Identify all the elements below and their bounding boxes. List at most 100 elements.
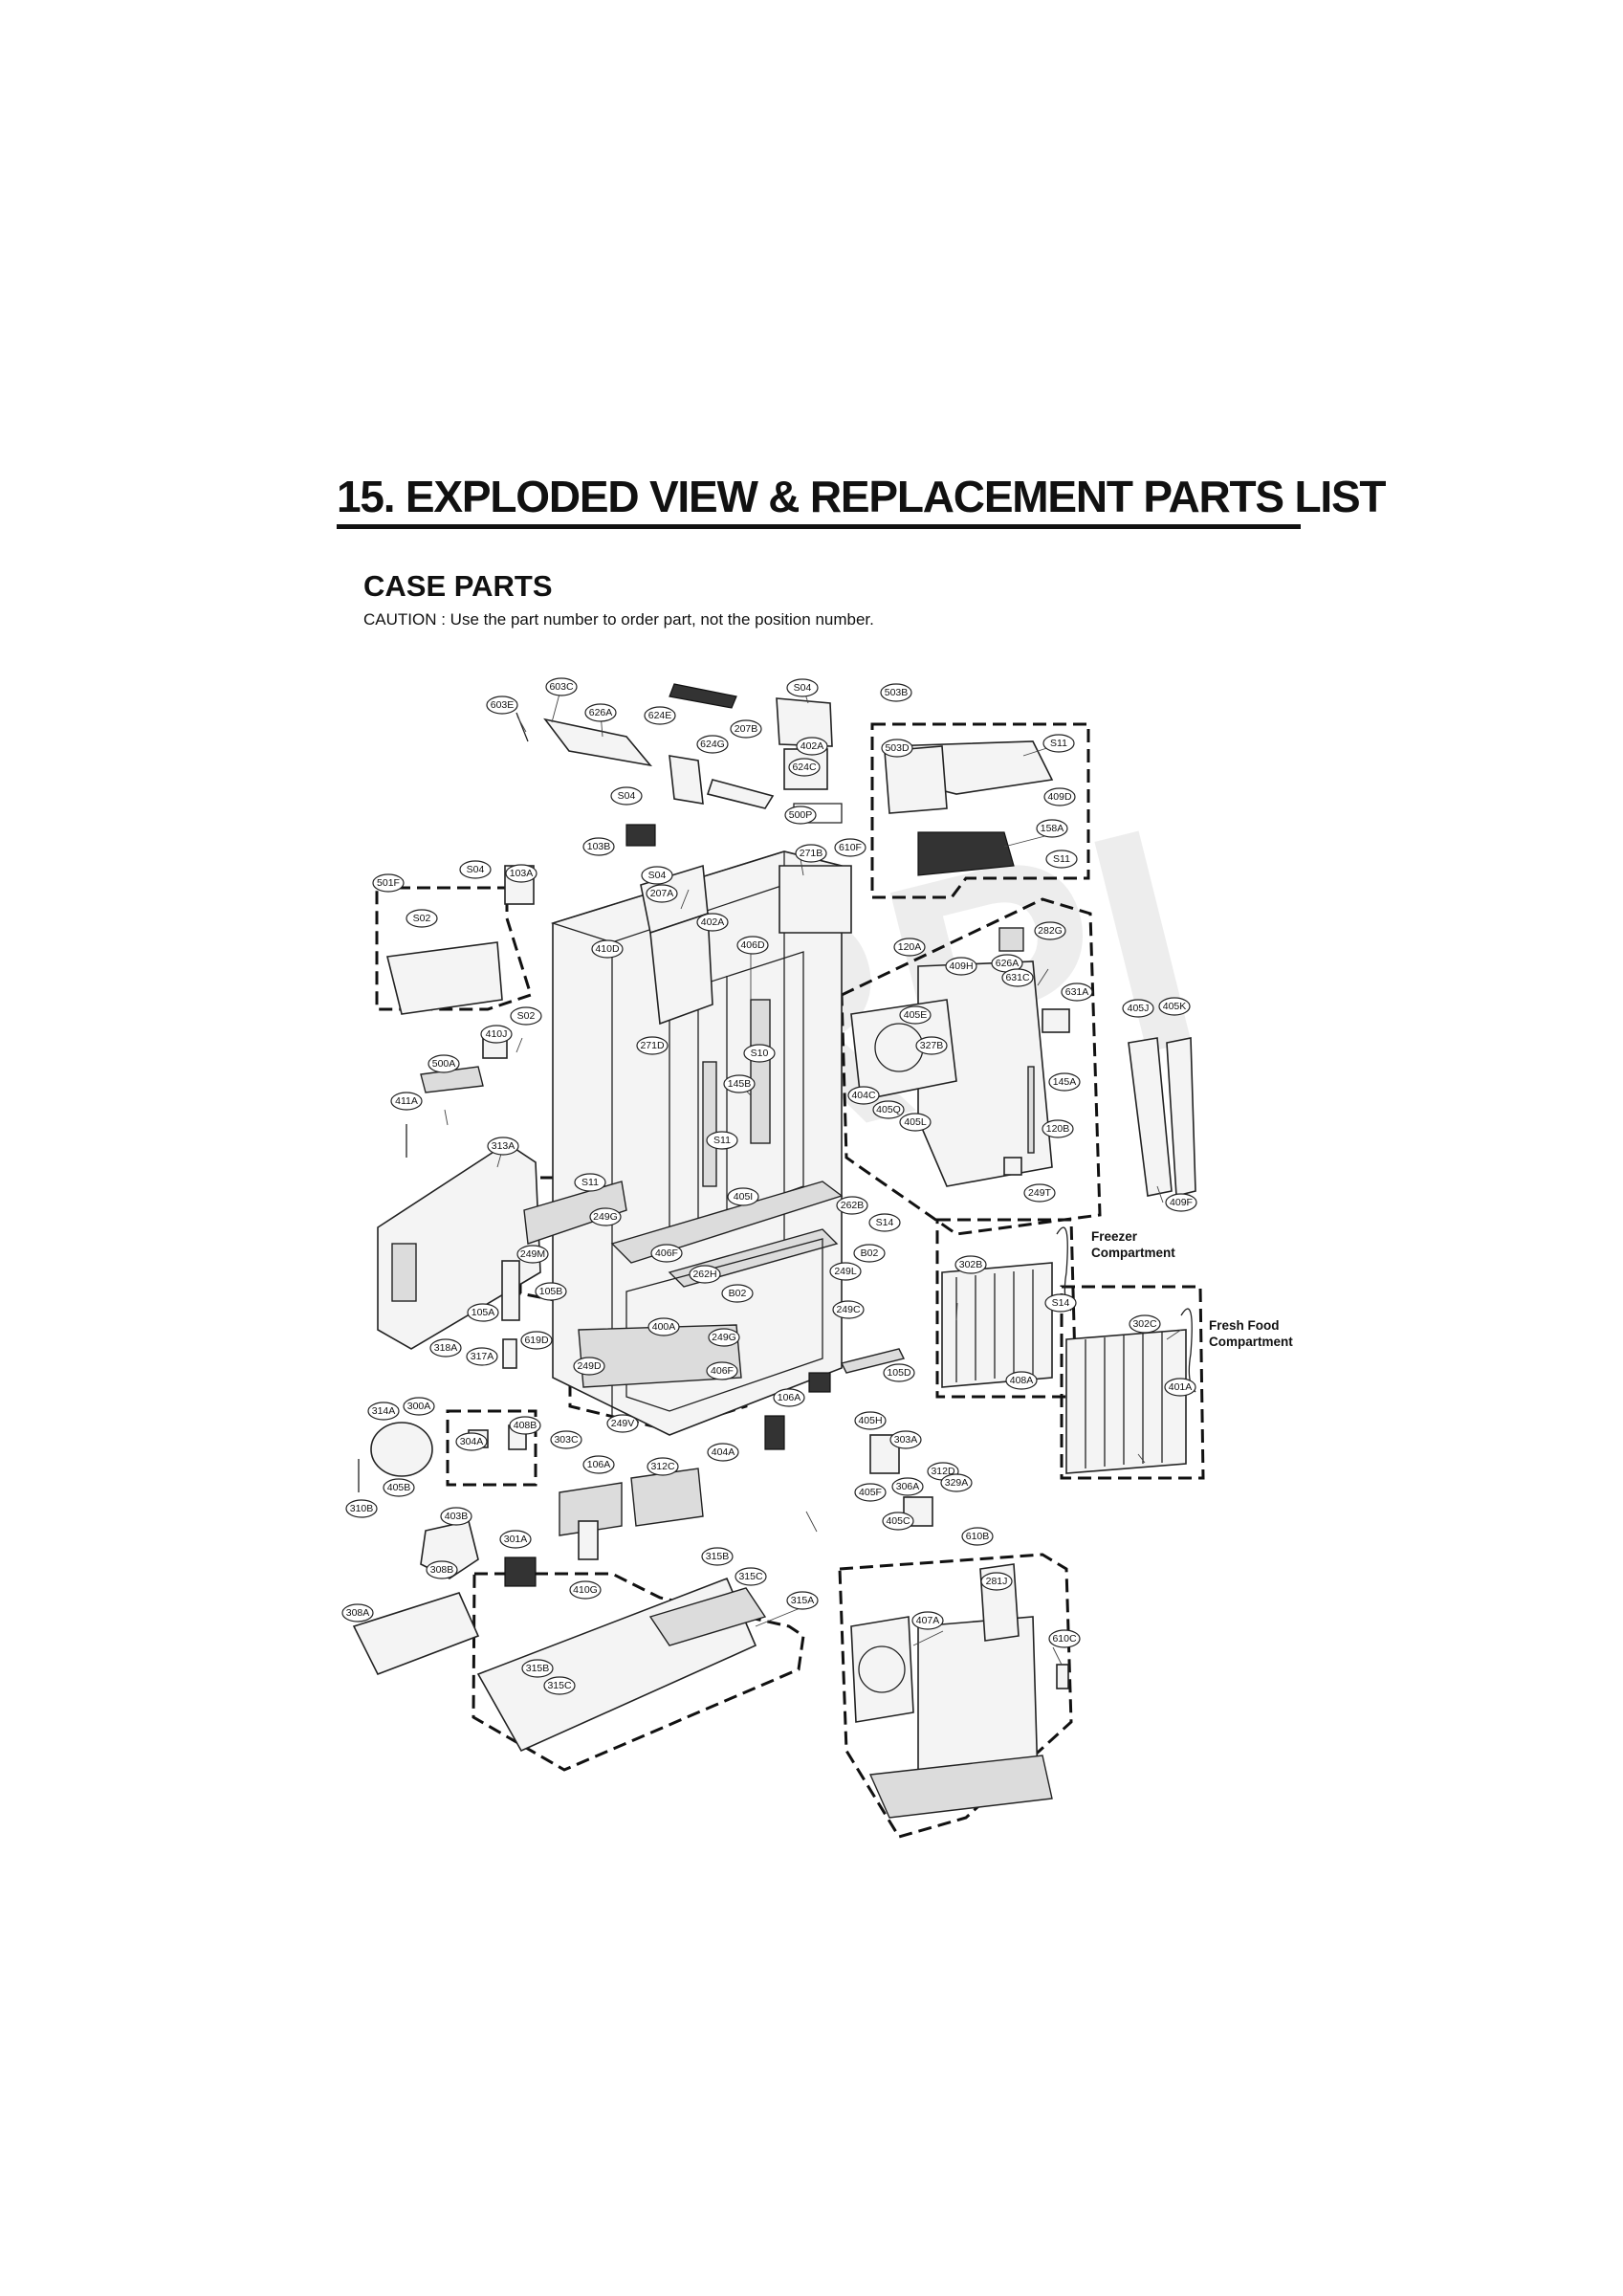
svg-text:S02: S02 [517, 1010, 536, 1022]
page-title: 15. EXPLODED VIEW & REPLACEMENT PARTS LI… [337, 472, 1387, 521]
svg-text:329A: 329A [945, 1477, 969, 1489]
callout-262h: 262H [689, 1265, 721, 1284]
callout-409f: 409F [1165, 1193, 1197, 1212]
callout-105a: 105A [467, 1303, 499, 1322]
svg-text:408B: 408B [514, 1420, 537, 1431]
door-frame-assembly [850, 1434, 1069, 1819]
callout-402a: 402A [796, 737, 828, 756]
svg-text:S02: S02 [413, 913, 431, 924]
callout-105d: 105D [883, 1363, 915, 1382]
svg-text:405I: 405I [734, 1191, 753, 1203]
callout-405c: 405C [882, 1512, 914, 1531]
callout-406f: 406F [650, 1244, 683, 1263]
title-rule [337, 524, 1301, 529]
callout-120a: 120A [893, 938, 926, 957]
callout-500a: 500A [428, 1054, 460, 1073]
callout-s04: S04 [459, 860, 492, 879]
svg-text:312D: 312D [931, 1466, 955, 1477]
callout-405j: 405J [1122, 999, 1154, 1018]
svg-text:410D: 410D [595, 943, 620, 955]
svg-text:S11: S11 [1050, 738, 1067, 749]
svg-text:282G: 282G [1038, 925, 1063, 937]
svg-text:315A: 315A [791, 1595, 815, 1606]
svg-text:S04: S04 [467, 864, 485, 875]
svg-text:405Q: 405Q [876, 1104, 901, 1115]
svg-text:406D: 406D [740, 939, 765, 951]
callout-106a: 106A [582, 1455, 615, 1474]
svg-text:207A: 207A [650, 888, 674, 899]
svg-text:249L: 249L [834, 1266, 857, 1277]
svg-text:315C: 315C [738, 1571, 763, 1582]
svg-text:327B: 327B [920, 1040, 944, 1051]
svg-text:145B: 145B [728, 1078, 752, 1090]
svg-text:403B: 403B [445, 1511, 469, 1522]
svg-text:408A: 408A [1010, 1375, 1034, 1386]
section-title: CASE PARTS [363, 569, 553, 603]
callout-s04: S04 [610, 786, 643, 806]
callout-411a: 411A [390, 1092, 423, 1111]
svg-text:S11: S11 [713, 1135, 731, 1146]
callout-610f: 610F [834, 838, 866, 857]
svg-text:409H: 409H [949, 960, 973, 972]
callout-410g: 410G [569, 1580, 602, 1600]
callout-405e: 405E [899, 1005, 932, 1025]
callout-317a: 317A [466, 1347, 498, 1366]
caution-note: CAUTION : Use the part number to order p… [363, 610, 874, 629]
svg-text:271B: 271B [800, 848, 823, 859]
callout-310b: 310B [345, 1499, 378, 1518]
cabinet-body [550, 850, 852, 1436]
callout-610c: 610C [1048, 1629, 1081, 1648]
callout-404c: 404C [847, 1086, 880, 1105]
callout-207a: 207A [646, 884, 678, 903]
svg-text:308B: 308B [430, 1564, 454, 1576]
svg-text:409F: 409F [1170, 1197, 1193, 1208]
svg-text:103A: 103A [510, 868, 534, 879]
boundary-door-frame [838, 1553, 1073, 1839]
callout-105b: 105B [535, 1282, 567, 1301]
callout-408b: 408B [509, 1416, 541, 1435]
boundary-freezer-duct [840, 897, 1102, 1236]
svg-text:631A: 631A [1065, 986, 1089, 998]
callout-s10: S10 [743, 1044, 776, 1063]
callout-409d: 409D [1043, 787, 1076, 806]
callout-249l: 249L [829, 1262, 862, 1281]
svg-text:103B: 103B [587, 841, 611, 852]
svg-text:631C: 631C [1005, 972, 1030, 983]
svg-text:303C: 303C [554, 1434, 579, 1446]
callout-500p: 500P [784, 806, 817, 825]
svg-text:S11: S11 [1053, 853, 1070, 865]
svg-text:404C: 404C [851, 1090, 876, 1101]
svg-text:404A: 404A [712, 1446, 735, 1458]
machine-room-parts [352, 1348, 906, 1753]
svg-text:411A: 411A [395, 1095, 418, 1107]
svg-text:405K: 405K [1163, 1001, 1187, 1012]
svg-text:312C: 312C [650, 1461, 675, 1472]
callout-318a: 318A [429, 1338, 462, 1358]
svg-text:410J: 410J [486, 1028, 508, 1040]
svg-text:315B: 315B [526, 1663, 550, 1674]
svg-text:281J: 281J [986, 1576, 1008, 1587]
svg-text:500A: 500A [432, 1058, 456, 1070]
callout-302c: 302C [1129, 1314, 1161, 1334]
callout-402a: 402A [696, 913, 729, 932]
callout-308b: 308B [426, 1560, 458, 1579]
callout-405b: 405B [383, 1478, 415, 1497]
callout-249v: 249V [606, 1414, 639, 1433]
svg-text:B02: B02 [861, 1247, 879, 1259]
callout-631c: 631C [1001, 968, 1034, 987]
svg-text:409D: 409D [1047, 791, 1072, 803]
callout-271d: 271D [636, 1036, 669, 1055]
callout-603e: 603E [486, 695, 518, 715]
callout-405k: 405K [1158, 997, 1191, 1016]
svg-text:105D: 105D [887, 1367, 911, 1379]
svg-text:318A: 318A [434, 1342, 458, 1354]
callout-610b: 610B [961, 1527, 994, 1546]
callout-120b: 120B [1042, 1119, 1074, 1138]
svg-text:249G: 249G [593, 1211, 618, 1223]
svg-text:271D: 271D [640, 1040, 665, 1051]
callout-158a: 158A [1036, 819, 1068, 838]
svg-text:405B: 405B [387, 1482, 411, 1493]
svg-text:503D: 503D [885, 742, 910, 754]
svg-text:S04: S04 [648, 870, 667, 881]
